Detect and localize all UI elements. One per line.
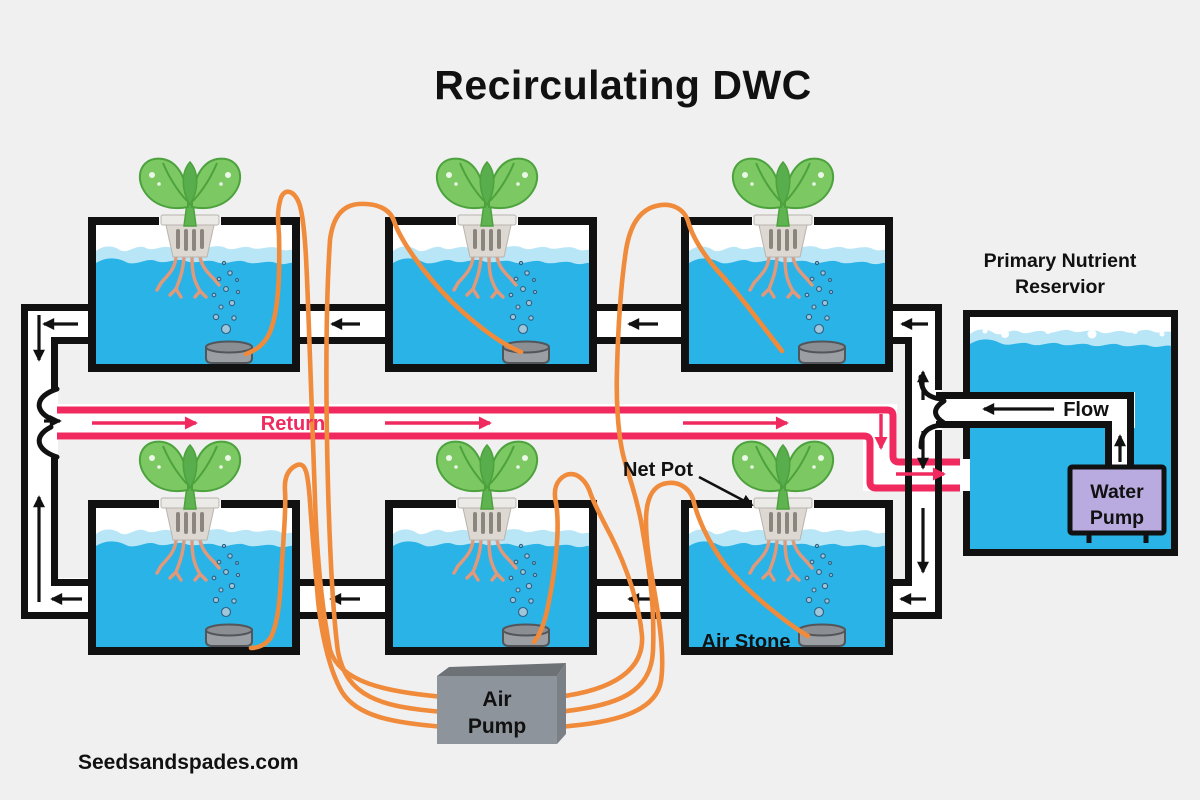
reservoir-border [963,310,1178,556]
reservoir-label-line2: Reservior [1015,276,1105,298]
air-tube-tank4 [248,462,448,730]
flow-label: Flow [1063,399,1109,421]
net-pot-callout: Net Pot [623,459,754,507]
site-watermark: Seedsandspades.com [78,751,299,774]
pipe-walls [21,304,1134,619]
left-manifold-pipe [21,304,88,619]
right-manifold-pipe [893,304,942,390]
foam [982,328,1165,339]
return-pipe [57,406,960,492]
air-tubes [243,189,811,730]
air-stone-label: Air Stone [702,631,791,653]
air-tube-tank3 [554,202,785,715]
net-pot-label: Net Pot [623,459,693,481]
reservoir-label-line1: Primary Nutrient [984,250,1137,272]
air-tube-tank1 [243,189,448,700]
return-arrows [92,414,946,481]
water-pump: Water Pump [1067,464,1167,543]
flow-pipe [936,392,1134,467]
air-tube-tank6 [554,480,811,730]
air-pump-label-line2: Pump [468,715,526,738]
air-tube-tank2 [324,201,524,715]
water-pump-label-line1: Water [1090,481,1144,503]
air-pump-label-line1: Air [482,688,511,711]
air-pump: Air Pump [437,663,566,744]
water-pump-label-line2: Pump [1090,507,1144,529]
net-pot-pointer-arrow [698,475,754,507]
page-title: Recirculating DWC [434,62,812,108]
return-label: Return [261,413,325,435]
flow-arrows [33,315,1126,605]
air-tube-tank5 [531,471,645,700]
